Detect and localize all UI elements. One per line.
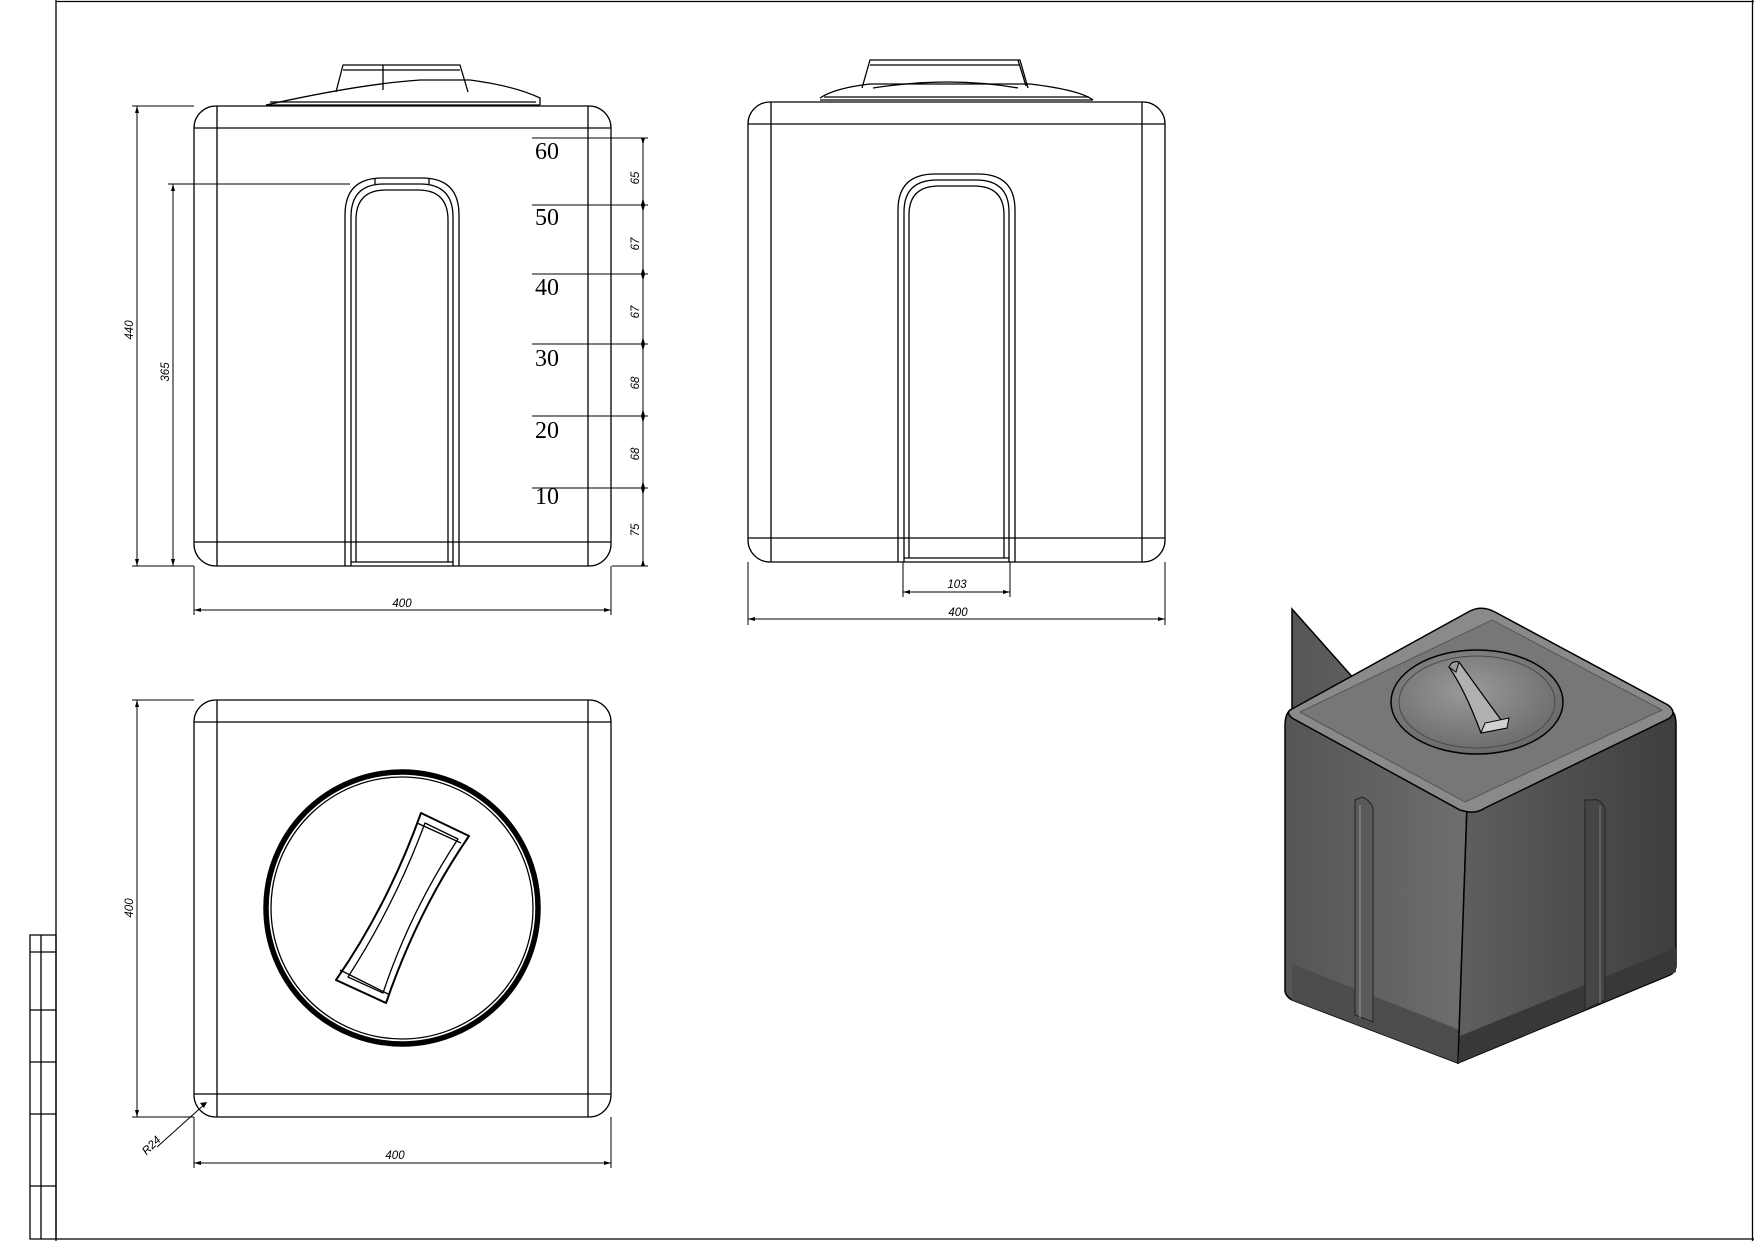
side-view: 103 400 bbox=[747, 59, 1166, 625]
top-view-left-dimension: 400 bbox=[124, 699, 194, 1118]
front-view-slot bbox=[344, 177, 460, 566]
dim-width-400-front: 400 bbox=[392, 598, 412, 610]
scale-mark-60: 60 bbox=[535, 139, 559, 165]
iso-right-face bbox=[1457, 709, 1677, 1065]
top-view-body bbox=[193, 699, 612, 1118]
dim-height-440: 440 bbox=[124, 320, 136, 340]
front-view-bottom-dimension: 400 bbox=[193, 566, 612, 615]
side-view-slot bbox=[897, 173, 1016, 562]
scale-mark-40: 40 bbox=[535, 275, 559, 301]
level-scale: 60 50 40 30 20 10 bbox=[532, 137, 648, 510]
margin-stamp-table bbox=[29, 934, 57, 1240]
dim-chain-68a: 68 bbox=[630, 376, 642, 389]
scale-mark-10: 10 bbox=[535, 484, 559, 510]
dim-width-400-side: 400 bbox=[948, 607, 968, 619]
dim-chain-67a: 67 bbox=[630, 237, 642, 250]
scale-mark-30: 30 bbox=[535, 346, 559, 372]
dim-height-365: 365 bbox=[160, 362, 172, 382]
dim-depth-400: 400 bbox=[124, 898, 136, 918]
dim-chain-75: 75 bbox=[630, 523, 642, 536]
dim-chain-65: 65 bbox=[630, 171, 642, 184]
dim-chain-67b: 67 bbox=[630, 305, 642, 318]
dim-width-400-top: 400 bbox=[385, 1150, 405, 1162]
top-view-radius-callout: R24 bbox=[140, 1102, 207, 1158]
isometric-render bbox=[1284, 607, 1677, 1065]
front-view-body bbox=[193, 105, 612, 567]
side-view-bottom-dimension: 400 bbox=[747, 562, 1166, 625]
front-view-right-dimension-chain: 65 67 67 68 68 75 bbox=[612, 138, 648, 567]
top-view: 400 400 R24 bbox=[124, 699, 612, 1168]
front-view-left-dimensions: 440 365 bbox=[124, 105, 350, 567]
iso-lid-handle bbox=[1448, 661, 1510, 734]
scale-mark-50: 50 bbox=[535, 205, 559, 231]
dim-chain-68b: 68 bbox=[630, 447, 642, 460]
side-view-lid bbox=[819, 59, 1094, 101]
top-view-lid bbox=[263, 769, 541, 1047]
top-view-lid-handle bbox=[335, 812, 470, 1004]
side-view-slot-dimension: 103 bbox=[902, 562, 1011, 597]
front-view-lid bbox=[265, 64, 541, 106]
scale-mark-20: 20 bbox=[535, 418, 559, 444]
front-view: 60 50 40 30 20 10 65 67 67 68 68 75 440 bbox=[124, 64, 648, 615]
side-view-body bbox=[747, 101, 1166, 563]
dim-radius-r24: R24 bbox=[140, 1134, 163, 1157]
top-view-bottom-dimension: 400 bbox=[193, 1117, 612, 1168]
dim-slot-width-103: 103 bbox=[947, 579, 967, 591]
